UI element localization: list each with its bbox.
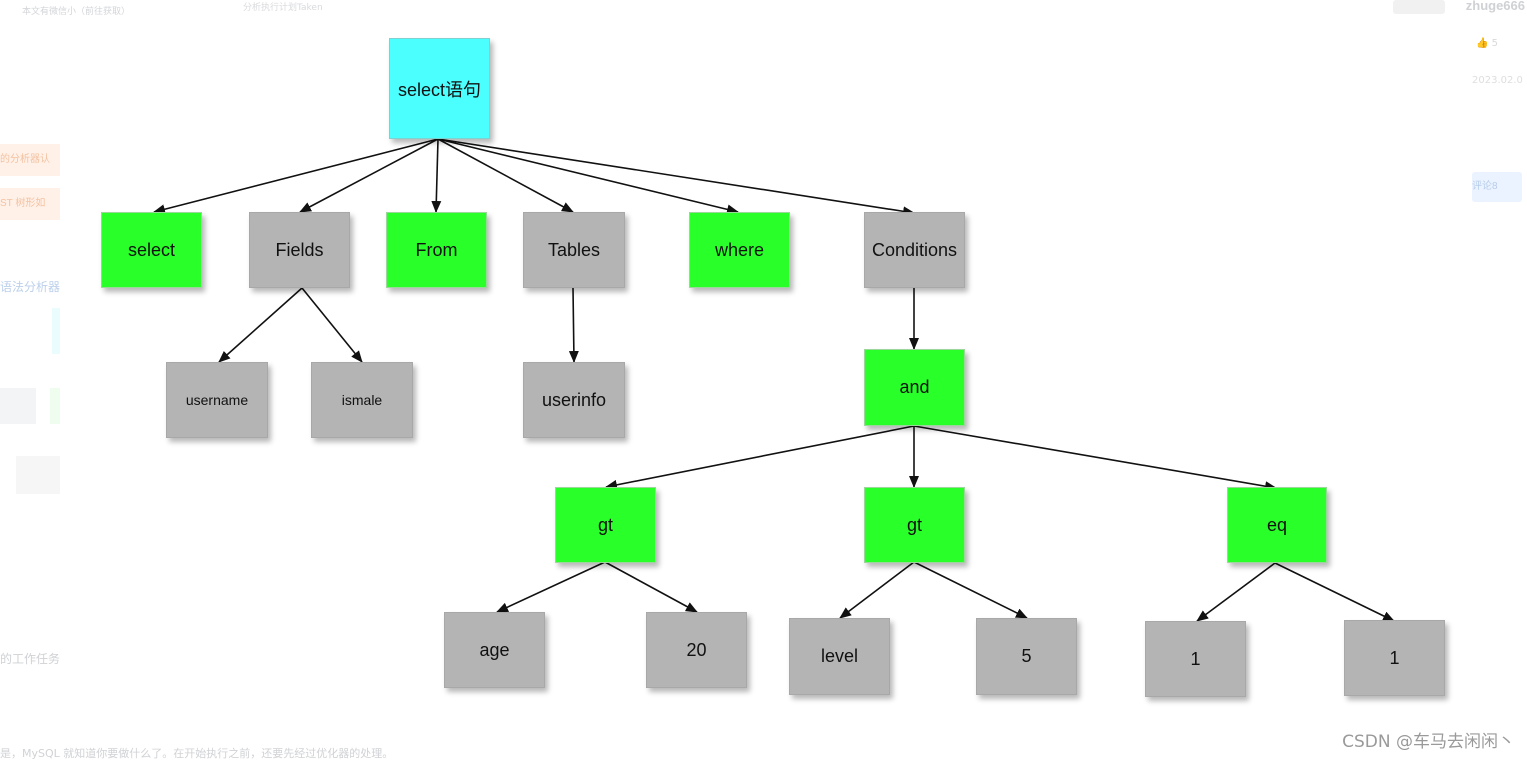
edge-fields-ismale bbox=[301, 287, 363, 363]
bg-comment-button: 评论8 bbox=[1472, 172, 1522, 202]
bg-date: 2023.02.0 bbox=[1472, 75, 1523, 86]
bg-mini-node-2 bbox=[16, 456, 60, 494]
bg-mini-root bbox=[52, 308, 60, 354]
node-root-select-statement: select语句 bbox=[389, 38, 490, 139]
edge-root-from bbox=[431, 138, 442, 213]
node-tables: Tables bbox=[523, 212, 625, 288]
edge-and-eq bbox=[913, 425, 1277, 492]
edge-tables-userinfo bbox=[568, 287, 579, 363]
edge-eq-1b bbox=[1274, 562, 1395, 622]
bg-tag-2: ST 树形如 bbox=[0, 188, 60, 220]
edge-root-select bbox=[153, 138, 439, 215]
node-from: From bbox=[386, 212, 487, 288]
edge-fields-username bbox=[218, 287, 303, 363]
node-gt-1: gt bbox=[555, 487, 656, 563]
node-eq: eq bbox=[1227, 487, 1327, 563]
bg-mini-node-green bbox=[50, 388, 60, 424]
node-select: select bbox=[101, 212, 202, 288]
node-where: where bbox=[689, 212, 790, 288]
node-fields: Fields bbox=[249, 212, 350, 288]
node-userinfo: userinfo bbox=[523, 362, 625, 438]
csdn-watermark: CSDN @车马去闲闲丶 bbox=[1342, 732, 1515, 752]
node-conditions: Conditions bbox=[864, 212, 965, 288]
bg-mini-node bbox=[0, 388, 36, 424]
node-ismale: ismale bbox=[311, 362, 413, 438]
bg-tag-1: 的分析器认 bbox=[0, 144, 60, 176]
node-username: username bbox=[166, 362, 268, 438]
bg-avatar bbox=[1393, 0, 1445, 14]
bg-left-link: 语法分析器分 bbox=[0, 280, 60, 294]
bg-left-work: 的工作任务 bbox=[0, 652, 60, 666]
node-gt-2: gt bbox=[864, 487, 965, 563]
edge-gt2-5 bbox=[913, 561, 1028, 619]
bg-author-name: zhuge666 bbox=[1465, 0, 1525, 13]
edge-gt1-20 bbox=[604, 561, 698, 613]
node-level: level bbox=[789, 618, 890, 695]
thumb-icon: 👍 bbox=[1476, 38, 1492, 49]
edge-root-conditions bbox=[437, 138, 915, 217]
edge-gt2-level bbox=[839, 561, 915, 619]
bg-likes-count: 👍 5 bbox=[1476, 38, 1499, 49]
edge-eq-1a bbox=[1196, 562, 1276, 622]
edge-gt1-age bbox=[496, 561, 606, 613]
edge-and-gt1 bbox=[605, 425, 915, 490]
edge-root-tables bbox=[437, 138, 574, 213]
node-and: and bbox=[864, 349, 965, 426]
node-value-5: 5 bbox=[976, 618, 1077, 695]
node-age: age bbox=[444, 612, 545, 688]
bg-header-note: 本文有微信小（前往获取） bbox=[22, 7, 131, 17]
edge-root-fields bbox=[299, 138, 439, 213]
node-value-1-left: 1 bbox=[1145, 621, 1246, 697]
node-value-20: 20 bbox=[646, 612, 747, 688]
bg-article-link: 分析执行计划Taken bbox=[243, 3, 323, 13]
edge-root-where bbox=[437, 138, 739, 215]
node-value-1-right: 1 bbox=[1344, 620, 1445, 696]
